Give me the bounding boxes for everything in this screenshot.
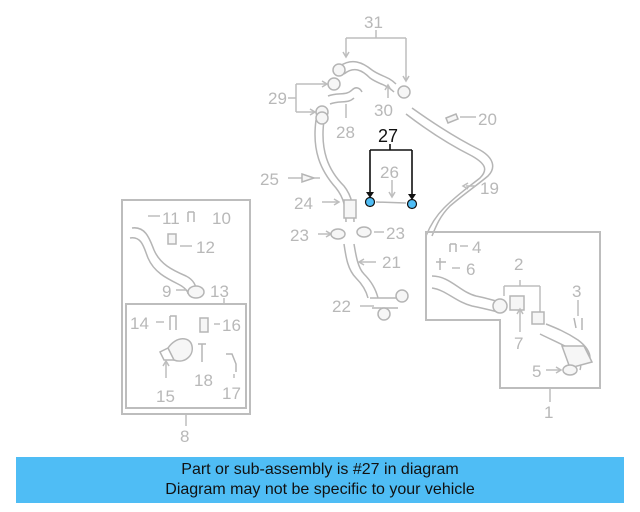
callout-27: 27 (378, 126, 398, 146)
callout-31: 31 (364, 13, 383, 32)
callout-23-right: 23 (386, 224, 405, 243)
callout-6: 6 (466, 260, 475, 279)
assembly-box-8 (121, 199, 251, 426)
callout-21: 21 (382, 253, 401, 272)
callout-22: 22 (332, 297, 351, 316)
part-27-highlight (364, 144, 418, 210)
callout-18: 18 (194, 371, 213, 390)
callout-8: 8 (180, 427, 189, 446)
callout-17: 17 (222, 384, 241, 403)
callout-1: 1 (544, 403, 553, 422)
callout-2: 2 (514, 255, 523, 274)
callout-19: 19 (480, 179, 499, 198)
callout-26: 26 (380, 163, 399, 182)
callout-7: 7 (514, 334, 523, 353)
callout-3: 3 (572, 282, 581, 301)
callout-20: 20 (478, 110, 497, 129)
callout-14: 14 (130, 314, 149, 333)
callout-12: 12 (196, 238, 215, 257)
callout-9: 9 (162, 282, 171, 301)
callout-5: 5 (532, 362, 541, 381)
pipe-group-right (405, 107, 494, 237)
notice-line-2: Diagram may not be specific to your vehi… (165, 481, 475, 498)
callout-15: 15 (156, 387, 175, 406)
callout-29: 29 (268, 89, 287, 108)
hose-group-21-22 (343, 243, 409, 321)
callout-28: 28 (336, 123, 355, 142)
clamp-group-23 (318, 226, 384, 240)
callout-11: 11 (162, 209, 180, 228)
assembly-box-1 (425, 231, 601, 402)
callout-4: 4 (472, 238, 481, 257)
callout-labels: 31 29 30 28 20 27 26 25 19 24 23 23 21 2… (130, 13, 581, 446)
callout-25: 25 (260, 170, 279, 189)
callout-10: 10 (212, 209, 231, 228)
callout-13: 13 (210, 282, 229, 301)
notice-line-1: Part or sub-assembly is #27 in diagram (181, 461, 459, 478)
hose-group-top (288, 30, 411, 119)
hose-group-center (288, 111, 357, 223)
callout-24: 24 (294, 194, 313, 213)
callout-30: 30 (374, 101, 393, 120)
notice-banner: Part or sub-assembly is #27 in diagram D… (16, 457, 624, 503)
callout-23-left: 23 (290, 226, 309, 245)
callout-16: 16 (222, 316, 241, 335)
